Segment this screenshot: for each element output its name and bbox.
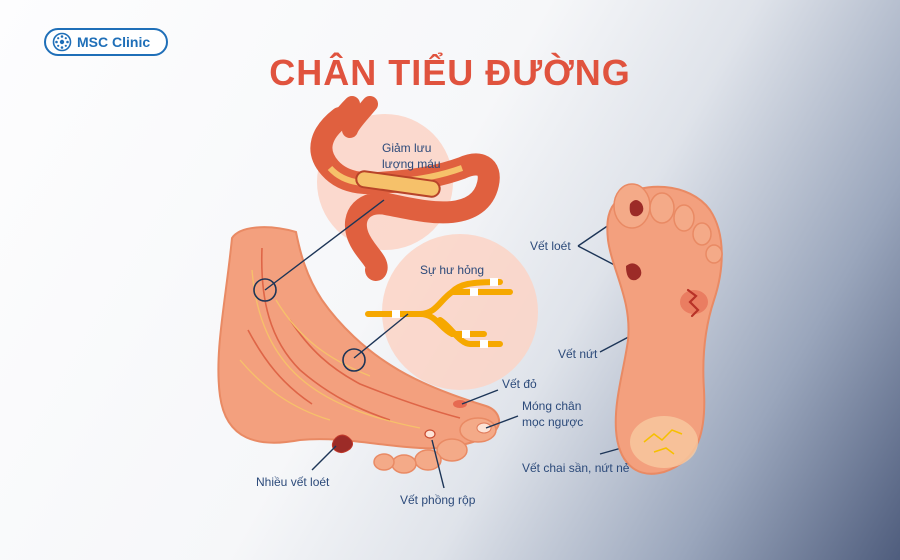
toe-d [692, 222, 712, 246]
sole-ulcer-1 [629, 200, 644, 217]
toe-b [649, 192, 675, 224]
label-blood-flow-line2: lượng máu [382, 157, 441, 171]
heel-callus [630, 416, 698, 468]
page-title: CHÂN TIỂU ĐƯỜNG [269, 52, 631, 93]
blister-connector [431, 439, 445, 489]
nerve-damage-graphic [365, 278, 513, 348]
blood-flow-callout [253, 278, 277, 302]
sole-ulcer-2 [626, 263, 642, 281]
label-crack: Vết nứt [558, 347, 598, 361]
label-callus: Vết chai sần, nứt nẻ [522, 461, 630, 475]
label-damage: Sự hư hỏng [420, 263, 485, 277]
toe-e [705, 244, 723, 264]
label-redness: Vết đỏ [502, 377, 537, 391]
toe-5 [373, 453, 395, 471]
side-foot [217, 226, 501, 474]
label-blood-flow-line1: Giảm lưu [382, 141, 432, 155]
toe-4 [391, 454, 417, 474]
toe-c [673, 204, 695, 232]
brand-logo: MSC Clinic [44, 28, 168, 56]
label-blister: Vết phồng rộp [400, 493, 476, 507]
label-nail-line2: mọc ngược [522, 415, 584, 429]
damage-callout [342, 348, 366, 372]
toenail [476, 422, 492, 434]
many-ulcers-spot [331, 434, 354, 454]
toe-2 [436, 438, 468, 462]
redness-spot [453, 400, 467, 408]
blister-spot [424, 429, 436, 439]
nerve-circle [382, 234, 538, 390]
clinic-logo-icon [52, 32, 72, 52]
brand-name: MSC Clinic [77, 34, 151, 50]
damage-connector [353, 313, 409, 359]
many-ulcers-connector [311, 445, 337, 471]
sole-crack [686, 288, 700, 318]
heel-crack [643, 429, 683, 455]
label-ulcer: Vết loét [530, 239, 571, 253]
blood-flow-connector [264, 199, 385, 291]
label-many-ulcers: Nhiều vết loét [256, 475, 330, 489]
label-nail-line1: Móng chân [522, 399, 582, 413]
blood-vessel-graphic [310, 96, 500, 281]
sole-foot [606, 183, 723, 475]
redness-connector [461, 389, 499, 405]
sole-redness [680, 290, 708, 314]
nail-connector [485, 415, 519, 429]
